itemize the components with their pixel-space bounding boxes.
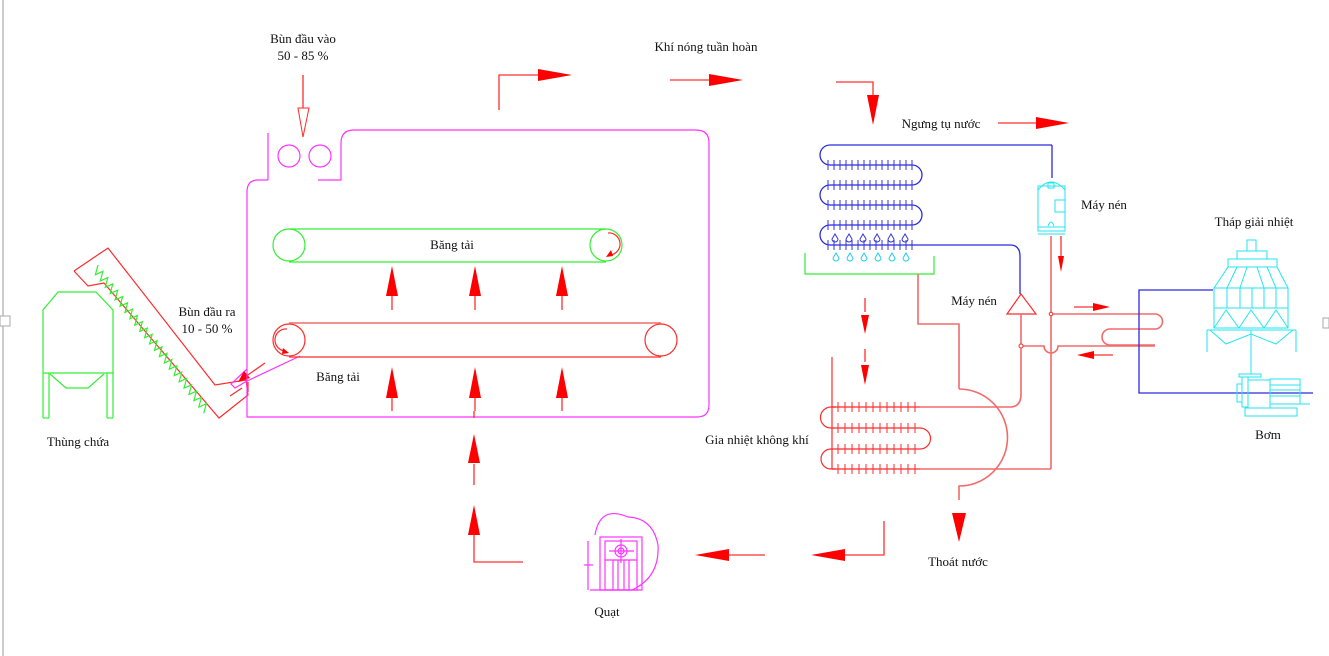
sludge-inlet-arrow — [297, 75, 310, 138]
pump — [1236, 373, 1310, 417]
water-drop-icons — [831, 233, 909, 243]
cooling-water-loop — [1138, 289, 1313, 394]
arrow-up-icon — [386, 367, 398, 411]
sludge-outlet-label-2: 10 - 50 % — [182, 321, 233, 336]
expansion-valve — [1005, 292, 1038, 315]
water-condensation-label: Ngưng tụ nước — [902, 116, 981, 131]
air-down-arrows — [861, 298, 869, 385]
expansion-valve-label: Máy nén — [951, 293, 997, 308]
sludge-inlet-label-1: Bùn đầu vào — [270, 31, 336, 46]
screw-conveyor — [73, 247, 249, 419]
drain-arrow-icon — [952, 513, 966, 542]
water-drain-label: Thoát nước — [928, 554, 988, 569]
fan-label: Quạt — [594, 604, 620, 619]
sludge-inlet-label-2: 50 - 85 % — [278, 48, 329, 63]
arrow-up-icon — [386, 266, 398, 310]
conveyor-bottom-label: Băng tải — [316, 369, 360, 384]
compressor-unit — [1037, 181, 1066, 235]
heat-exchanger-arrows — [1074, 303, 1113, 359]
hot-air-outlet-arrows — [498, 69, 1069, 129]
refrigerant-piping-hot — [917, 236, 1164, 500]
dryer-chamber — [246, 129, 710, 418]
sludge-outlet-label-1: Bùn đầu ra — [178, 304, 235, 319]
arrow-down-icon — [1058, 256, 1064, 272]
page-edge-marker-right — [1322, 317, 1329, 329]
return-air-arrows — [468, 411, 885, 563]
storage-tank-label: Thùng chứa — [47, 434, 110, 449]
discharge-chute — [229, 355, 301, 397]
storage-tank — [42, 291, 114, 419]
page-edge-marker-left — [0, 315, 11, 327]
hot-air-recirculation-label: Khí nóng tuần hoàn — [655, 39, 758, 54]
arrow-up-icon — [469, 367, 481, 411]
cooling-tower — [1206, 239, 1297, 374]
arrow-up-icon — [469, 266, 481, 310]
conveyor-belt-top — [272, 228, 623, 263]
cooling-tower-label: Tháp giải nhiệt — [1215, 214, 1294, 229]
drip-tray — [804, 253, 935, 275]
hot-air-arrows-inside — [386, 266, 568, 411]
fan — [584, 513, 659, 591]
arrow-up-icon — [556, 367, 568, 411]
conveyor-top-label: Băng tải — [430, 237, 474, 252]
condensation-coil — [819, 144, 1053, 294]
compressor-label: Máy nén — [1081, 197, 1127, 212]
conveyor-belt-bottom — [272, 322, 678, 358]
arrow-up-icon — [556, 266, 568, 310]
air-heater-label: Gia nhiệt không khí — [705, 432, 809, 447]
air-heater-coil — [819, 357, 932, 474]
pump-label: Bơm — [1255, 427, 1281, 442]
